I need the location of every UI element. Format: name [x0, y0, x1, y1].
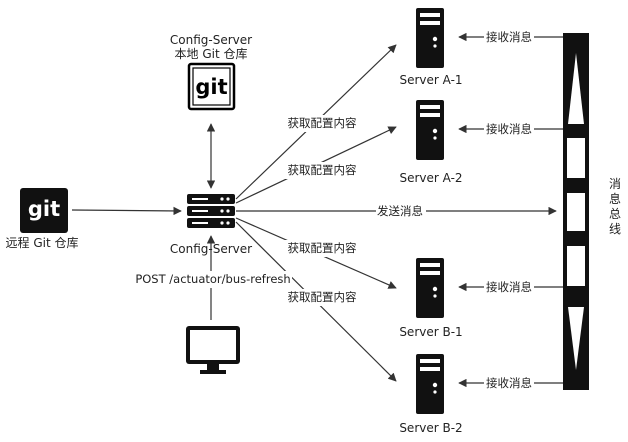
server-b2-label: Server B-2	[399, 421, 462, 435]
config-git-node: Config-Server 本地 Git 仓库 git	[170, 33, 252, 111]
edge-label-fetch-b1: 获取配置内容	[288, 241, 357, 255]
server-b2-node: Server B-2	[399, 354, 463, 435]
config-server-label: Config-Server	[170, 242, 252, 256]
edge-remote-to-config	[71, 206, 182, 216]
server-a2-label: Server A-2	[399, 171, 462, 185]
server-b1-node: Server B-1	[399, 258, 463, 339]
git-logo-icon: git	[187, 62, 236, 111]
edge-label-fetch-a1: 获取配置内容	[288, 116, 357, 130]
tower-server-icon	[416, 354, 444, 414]
edge-label-recv-b2: 接收消息	[486, 376, 532, 390]
git-logo-icon: git	[20, 188, 68, 233]
remote-git-label: 远程 Git 仓库	[6, 235, 79, 250]
svg-text:息: 息	[609, 191, 621, 206]
bus-down-arrow-icon	[568, 307, 584, 370]
remote-git-node: git 远程 Git 仓库	[6, 188, 79, 250]
svg-text:消: 消	[609, 177, 621, 191]
edge-label-recv-a2: 接收消息	[486, 122, 532, 136]
rack-server-icon	[187, 194, 235, 228]
tower-server-icon	[416, 8, 444, 68]
edge-label-refresh: POST /actuator/bus-refresh	[135, 272, 290, 286]
edge-label-send: 发送消息	[377, 204, 423, 218]
config-server-node: Config-Server	[170, 194, 252, 256]
config-git-subtitle: 本地 Git 仓库	[175, 46, 248, 61]
bus-up-arrow-icon	[568, 53, 584, 124]
message-bus-label: 消 息 总 线	[609, 177, 621, 236]
monitor-icon	[186, 326, 240, 374]
git-logo-text: git	[195, 75, 227, 99]
remote-git-logo-text: git	[28, 197, 60, 221]
config-git-title: Config-Server	[170, 33, 252, 47]
svg-text:总: 总	[609, 207, 621, 221]
tower-server-icon	[416, 100, 444, 160]
server-b1-label: Server B-1	[399, 325, 462, 339]
message-bus	[563, 33, 589, 390]
edge-label-recv-a1: 接收消息	[486, 30, 532, 44]
svg-text:线: 线	[609, 222, 621, 236]
edge-label-recv-b1: 接收消息	[486, 280, 532, 294]
server-a1-label: Server A-1	[399, 73, 462, 87]
server-a1-node: Server A-1	[399, 8, 463, 87]
edge-label-backgrounds	[134, 29, 534, 392]
connectors	[71, 32, 563, 388]
edge-label-fetch-b2: 获取配置内容	[288, 290, 357, 304]
server-a2-node: Server A-2	[399, 100, 463, 185]
tower-server-icon	[416, 258, 444, 318]
edge-label-fetch-a2: 获取配置内容	[288, 163, 357, 177]
